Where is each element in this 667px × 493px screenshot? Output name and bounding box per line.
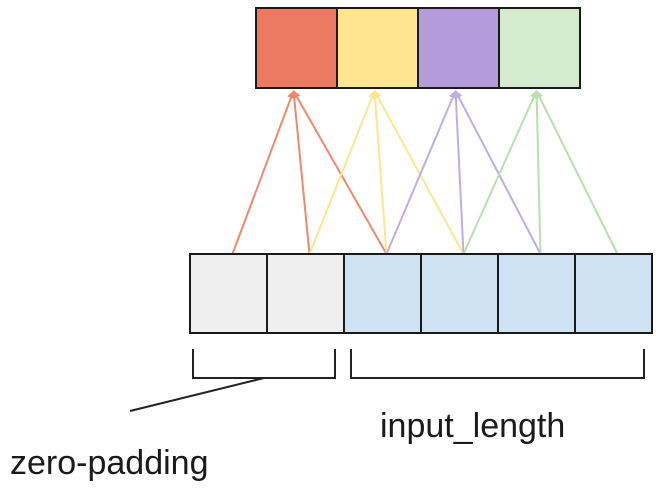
output-cell-red [255, 7, 338, 89]
arrow-input-cell-1-to-output-cell-purple [385, 90, 457, 255]
arrow-input-cell-2-to-output-cell-yellow [373, 90, 465, 255]
padding-cell-2 [266, 253, 345, 334]
zero-padding-leader-line [129, 377, 265, 412]
arrow-input-cell-3-to-output-cell-green [532, 90, 542, 255]
zero-padding-label: zero-padding [10, 444, 208, 482]
arrow-input-cell-2-to-output-cell-purple [451, 90, 465, 255]
arrow-input-cell-1-to-output-cell-yellow [371, 90, 388, 255]
arrow-input-cell-3-to-output-cell-purple [454, 90, 542, 255]
arrow-padding-cell-2-to-output-cell-yellow [308, 90, 376, 255]
arrow-input-cell-2-to-output-cell-green [462, 90, 538, 255]
output-cell-yellow [336, 7, 419, 89]
input-length-brace-group: input_length [350, 349, 645, 445]
input-length-label: input_length [380, 407, 565, 445]
arrow-input-cell-4-to-output-cell-green [535, 90, 619, 255]
arrow-padding-cell-2-to-output-cell-red [290, 90, 311, 255]
input-cell-3 [497, 253, 576, 334]
input-cell-4 [574, 253, 653, 334]
input-cell-1 [343, 253, 422, 334]
input-cell-2 [420, 253, 499, 334]
zero-padding-brace [192, 349, 336, 379]
output-cell-purple [417, 7, 500, 89]
arrow-input-cell-1-to-output-cell-red [292, 90, 388, 255]
input-row [189, 253, 653, 334]
zero-padding-brace-group: zero-padding [10, 349, 336, 482]
padding-cell-1 [189, 253, 268, 334]
input-length-brace [350, 349, 645, 379]
arrow-padding-cell-1-to-output-cell-red [231, 90, 295, 255]
output-row [255, 7, 581, 89]
connection-arrows [231, 90, 619, 255]
output-cell-green [498, 7, 581, 89]
